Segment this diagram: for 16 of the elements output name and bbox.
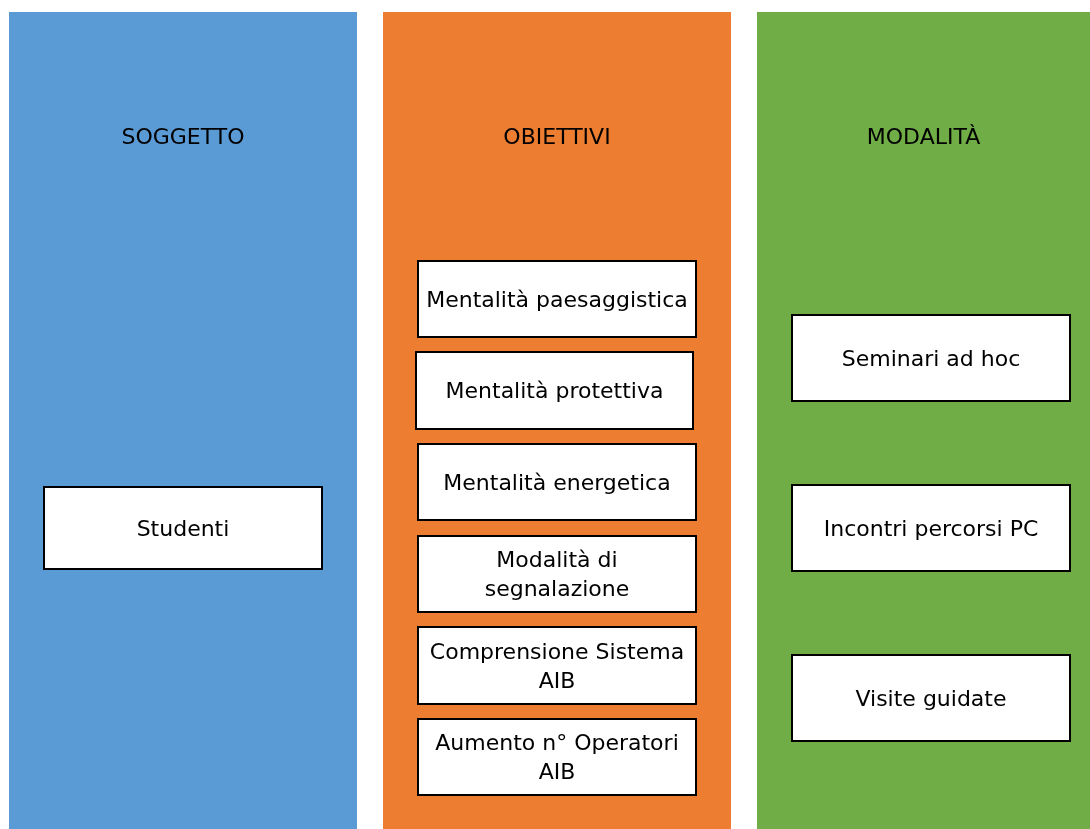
text-box: Comprensione Sistema AIB [417,626,697,705]
text-box: Incontri percorsi PC [791,484,1071,572]
column-panel [757,12,1090,829]
text-box: Mentalità paesaggistica [417,260,697,338]
text-box: Modalità di segnalazione [417,535,697,613]
text-box: Aumento n° Operatori AIB [417,718,697,796]
text-box: Mentalità energetica [417,443,697,521]
column-heading: OBIETTIVI [502,123,612,151]
column-heading: MODALITÀ [865,123,982,151]
text-box: Seminari ad hoc [791,314,1071,402]
column-heading: SOGGETTO [120,123,246,151]
column-panel [9,12,357,829]
column-panel [383,12,731,829]
text-box: Visite guidate [791,654,1071,742]
text-box: Studenti [43,486,323,570]
text-box: Mentalità protettiva [415,351,694,430]
